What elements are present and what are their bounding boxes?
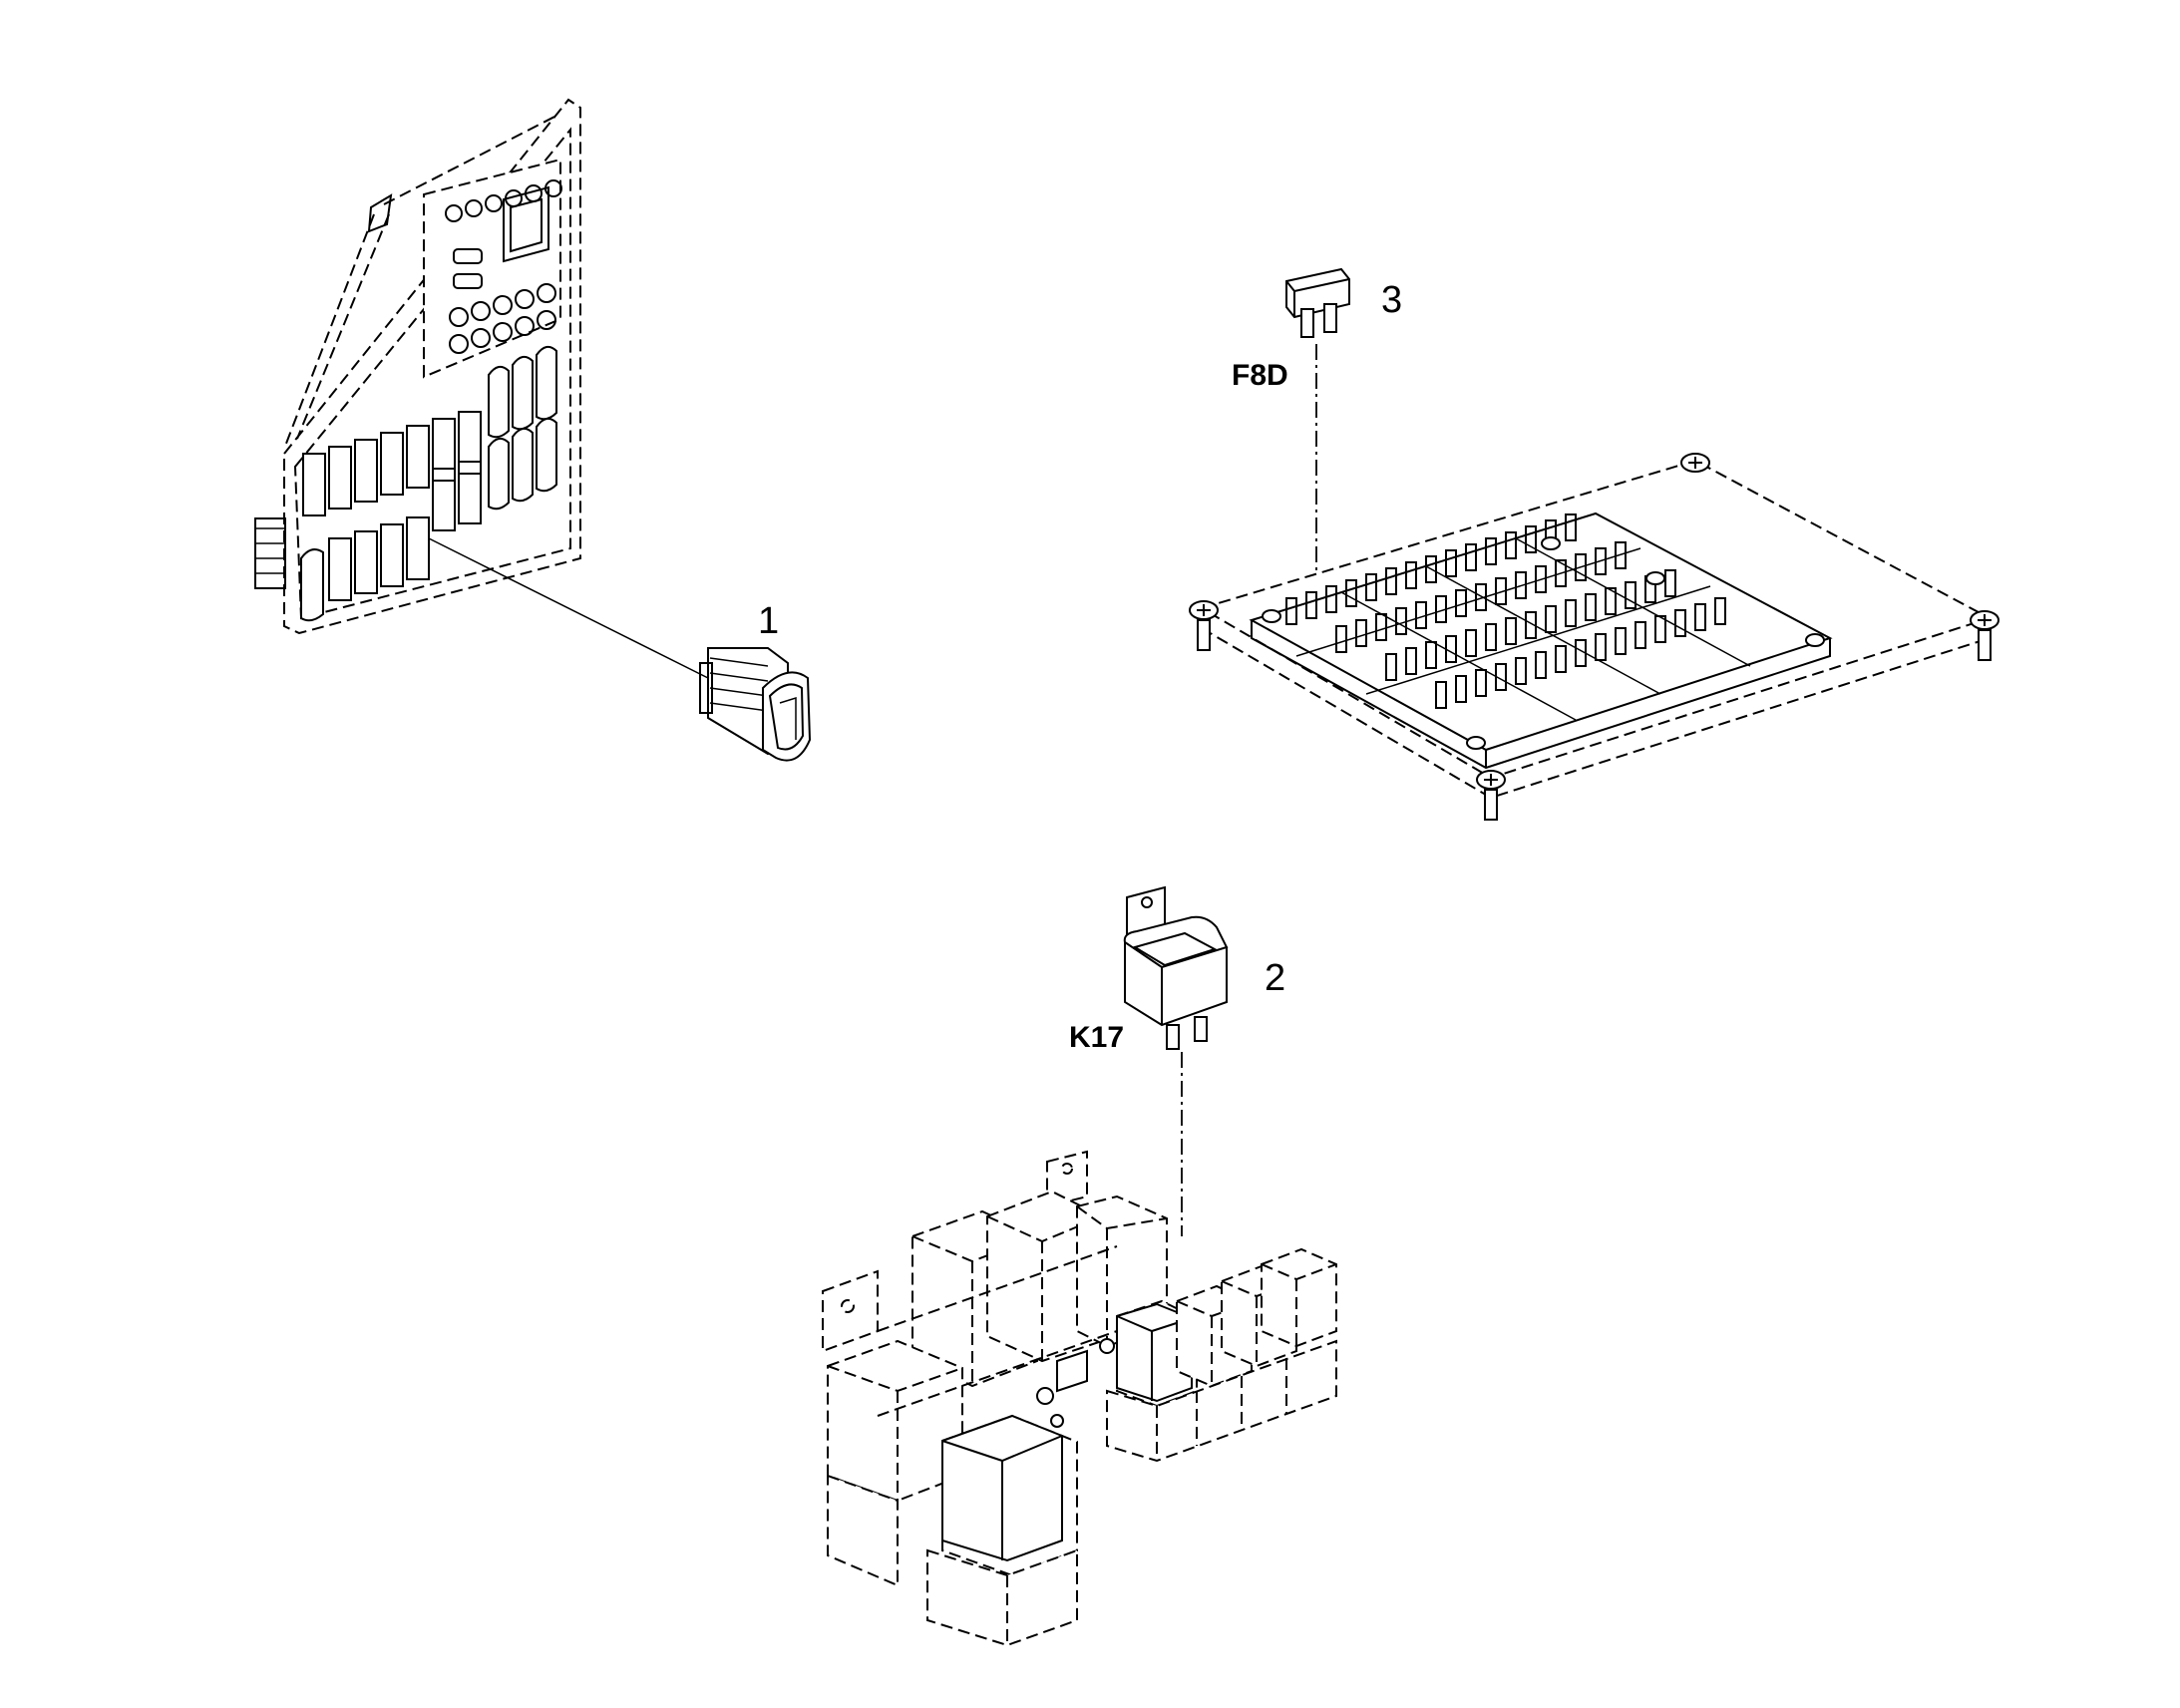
fuse-board — [1189, 453, 1999, 821]
indicator-lamps-lower — [449, 283, 556, 354]
callout-2: 2 — [1265, 957, 1285, 999]
switch-panel — [254, 98, 581, 635]
leader-line-1 — [428, 537, 719, 684]
relay — [1123, 885, 1229, 1050]
callout-3: 3 — [1381, 279, 1402, 321]
indicator-lamps-upper — [445, 179, 562, 222]
blade-fuse — [1285, 267, 1350, 338]
callout-1: 1 — [758, 600, 779, 642]
switch-row-lower — [300, 417, 557, 622]
rocker-switch — [699, 647, 812, 762]
relay-reference: K17 — [1069, 1021, 1124, 1054]
switch-row-upper — [302, 345, 557, 516]
fuse-slots — [1285, 513, 1726, 709]
fuse-reference: F8D — [1232, 359, 1288, 392]
mounting-bosses — [1189, 453, 1999, 821]
relay-bracket-assembly — [822, 1150, 1337, 1647]
board-screws — [1262, 536, 1825, 750]
